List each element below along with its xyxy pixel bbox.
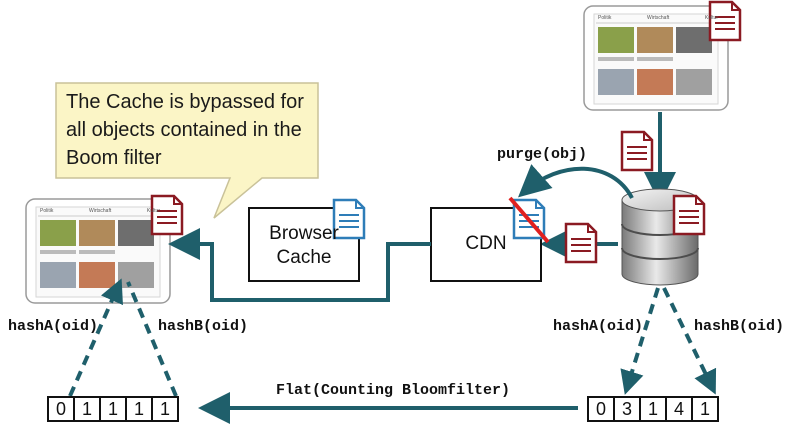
left-hash-a-line (68, 278, 123, 397)
right-hash-b-label: hashB(oid) (694, 318, 785, 335)
left-bit: 1 (73, 396, 101, 422)
tablet-tab: Politik (598, 15, 612, 21)
left-hash-b-line (126, 281, 178, 397)
origin-tablet-tabs: Politik Wirtschaft Kultur (598, 15, 718, 21)
callout-line-1: The Cache is bypassed for (66, 91, 304, 113)
cdn-label: CDN (465, 233, 507, 254)
purge-label: purge(obj) (497, 146, 588, 163)
callout-line-3: Boom filter (66, 147, 162, 169)
right-hash-b-line (662, 287, 717, 395)
right-hash-a-line (620, 287, 660, 395)
document-icon-red (620, 130, 654, 172)
document-icon-red (708, 0, 742, 42)
left-bit: 1 (125, 396, 153, 422)
origin-tablet (583, 5, 729, 111)
right-hash-a-label: hashA(oid) (553, 318, 644, 335)
tablet-tab: Politik (40, 208, 54, 214)
document-icon-red (672, 194, 706, 236)
bypass-arrow (168, 228, 431, 302)
purge-arrow (518, 164, 634, 199)
tablet-tab: Kultur (146, 208, 160, 214)
left-hash-a-label: hashA(oid) (8, 318, 99, 335)
callout-line-2: all objects contained in the (66, 119, 302, 141)
left-hash-b-label: hashB(oid) (158, 318, 249, 335)
strike-through (508, 196, 550, 244)
left-bit: 1 (151, 396, 179, 422)
document-icon-red (150, 194, 184, 236)
left-bit-array: 0 1 1 1 1 (47, 396, 179, 422)
browser-cache-label-line1: Browser (269, 223, 339, 244)
right-bit: 3 (613, 396, 641, 422)
left-tablet (25, 198, 171, 304)
right-bit: 1 (639, 396, 667, 422)
left-bit: 0 (47, 396, 75, 422)
flat-label: Flat(Counting Bloomfilter) (276, 382, 511, 399)
document-icon-blue (332, 198, 366, 240)
browser-cache-label: Browser Cache (249, 222, 359, 270)
right-bit: 1 (691, 396, 719, 422)
callout-text: The Cache is bypassed for all objects co… (56, 83, 314, 178)
left-tablet-tabs: Politik Wirtschaft Kultur (40, 208, 160, 214)
browser-cache-label-line2: Cache (276, 247, 332, 268)
tablet-tab: Wirtschaft (89, 208, 112, 214)
tablet-tab: Kultur (704, 15, 718, 21)
left-bit: 1 (99, 396, 127, 422)
right-bit: 4 (665, 396, 693, 422)
callout-bubble (55, 82, 319, 219)
right-bit: 0 (587, 396, 615, 422)
right-bit-array: 0 3 1 4 1 (587, 396, 719, 422)
tablet-tab: Wirtschaft (647, 15, 670, 21)
document-icon-red (564, 222, 598, 264)
